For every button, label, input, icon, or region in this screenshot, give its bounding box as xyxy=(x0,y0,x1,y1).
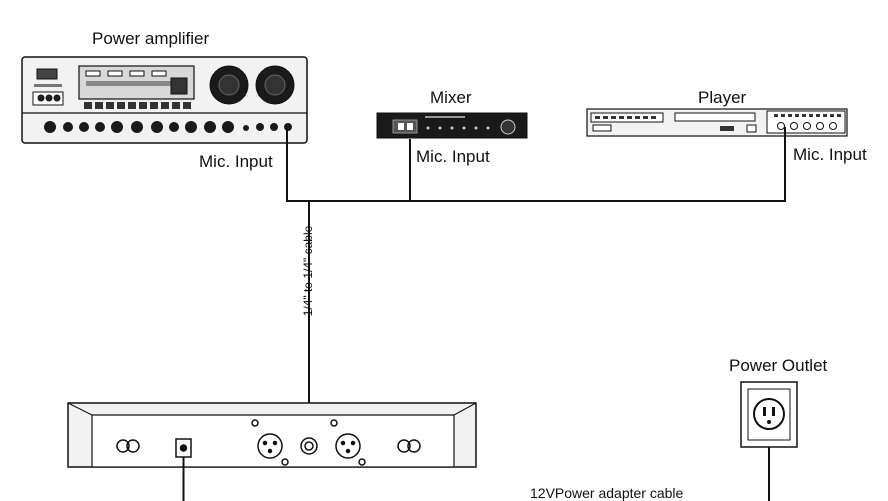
power-adapter-cable-label: 12VPower adapter cable xyxy=(530,485,684,501)
player-device xyxy=(586,108,848,137)
player-title: Player xyxy=(698,88,747,107)
mixer-device xyxy=(376,112,528,139)
mixer-mic-input-label: Mic. Input xyxy=(416,147,490,166)
mixer-title: Mixer xyxy=(430,88,472,107)
power-amplifier-mic-input-label: Mic. Input xyxy=(199,152,273,171)
mic-input-bus xyxy=(286,127,786,442)
power-outlet-device xyxy=(740,381,798,448)
quarter-inch-cable-label: 1/4" to 1/4" cable xyxy=(301,225,315,317)
power-amplifier-device xyxy=(21,56,308,144)
receiver-device xyxy=(67,402,477,468)
power-amplifier-title: Power amplifier xyxy=(92,29,210,48)
player-mic-input-label: Mic. Input xyxy=(793,145,867,164)
power-outlet-title: Power Outlet xyxy=(729,356,828,375)
